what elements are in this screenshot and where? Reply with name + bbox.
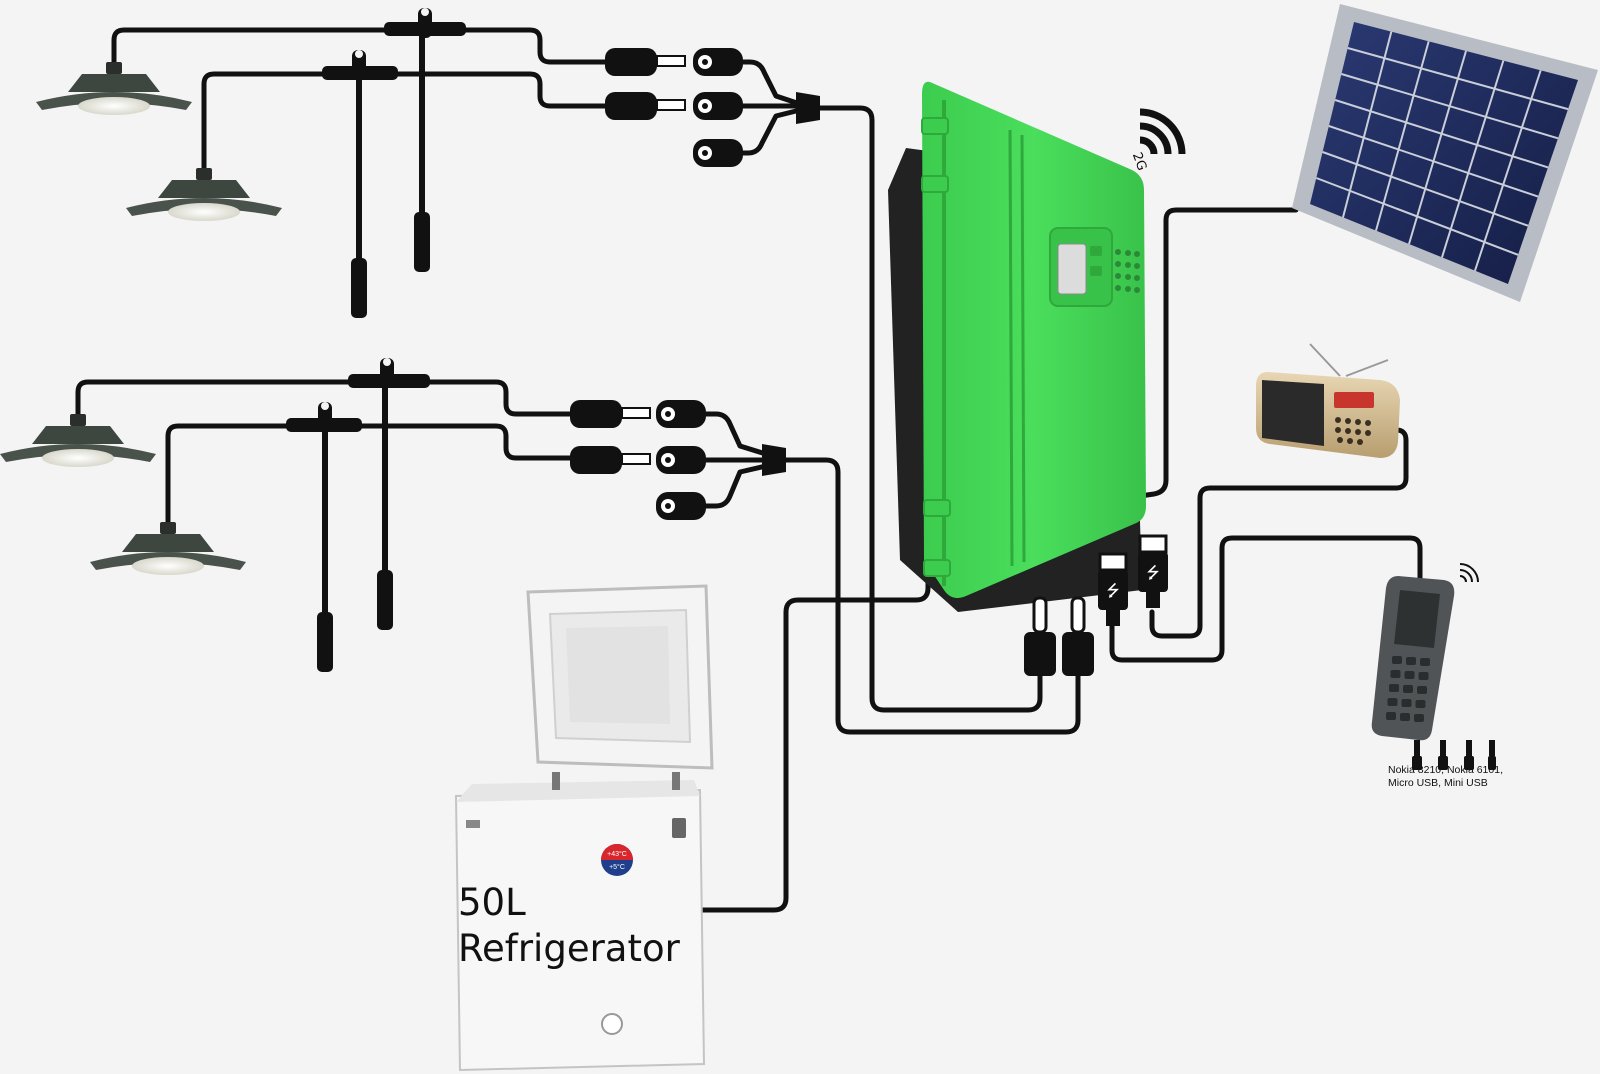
temp-low-label: +5°C bbox=[609, 863, 625, 871]
phone-connector-caption: Nokia 8210, Nokia 6101, Micro USB, Mini … bbox=[1388, 764, 1518, 790]
dc-plug-icon bbox=[1024, 596, 1094, 676]
phone-connector-tips bbox=[1412, 740, 1496, 770]
pendant-lamp-icon bbox=[90, 522, 246, 575]
solar-controller-unit bbox=[888, 81, 1146, 612]
phone-connector-line-2: Micro USB, Mini USB bbox=[1388, 777, 1488, 789]
refrigerator-capacity: 50L bbox=[458, 881, 526, 924]
wifi-signal-icon bbox=[1459, 563, 1479, 583]
dc-plug-icon bbox=[605, 48, 820, 167]
keypad-buttons bbox=[1115, 249, 1140, 293]
mobile-phone-icon bbox=[1371, 576, 1455, 741]
refrigerator-label: 50L Refrigerator bbox=[458, 880, 680, 972]
solar-panel-icon bbox=[1292, 4, 1598, 302]
refrigerator-icon: +43°C +5°C bbox=[454, 584, 714, 1072]
cable-junction-icon bbox=[286, 358, 430, 672]
temp-high-label: +43°C bbox=[607, 850, 627, 858]
radio-icon bbox=[1256, 343, 1400, 458]
svg-text:⭍: ⭍ bbox=[1106, 582, 1119, 600]
refrigerator-name: Refrigerator bbox=[458, 927, 680, 970]
pendant-lamp-icon bbox=[126, 168, 282, 221]
phone-connector-line-1: Nokia 8210, Nokia 6101, bbox=[1388, 764, 1503, 776]
svg-text:⭍: ⭍ bbox=[1146, 564, 1159, 582]
cable-junction-icon bbox=[322, 8, 466, 318]
cable-network bbox=[75, 27, 1423, 913]
wifi-signal-icon bbox=[1139, 108, 1186, 155]
pendant-lamp-icon bbox=[0, 414, 156, 467]
dc-plug-icon bbox=[570, 400, 786, 520]
network-badge: 2G bbox=[1129, 150, 1149, 172]
usb-icon: ⭍ ⭍ bbox=[1098, 534, 1168, 626]
pendant-lamp-icon bbox=[36, 62, 192, 115]
